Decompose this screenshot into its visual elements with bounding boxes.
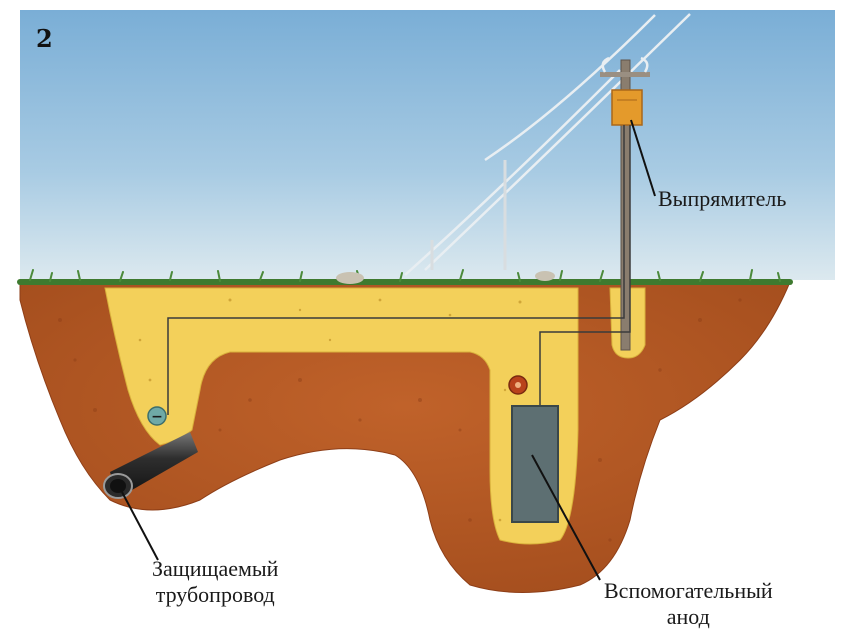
rectifier-label: Выпрямитель: [658, 186, 786, 212]
stone: [336, 272, 364, 284]
distant-poles: [430, 160, 507, 270]
negative-sign: −: [151, 409, 163, 425]
pipe-label-line1: Защищаемый: [152, 556, 279, 581]
anode-label-line1: Вспомогательный: [604, 578, 773, 603]
rectifier-label-text: Выпрямитель: [658, 186, 787, 211]
figure-number: 2: [36, 24, 53, 53]
anode-label-line2: анод: [666, 604, 710, 629]
cables: [167, 125, 631, 415]
stone: [535, 271, 555, 281]
pole-insulators: [601, 56, 649, 73]
anode: [511, 405, 559, 523]
pipe-label: Защищаемый трубопровод: [152, 556, 278, 608]
grass: [17, 269, 793, 285]
leader-lines: [121, 119, 656, 581]
pole-crossarm: [600, 72, 650, 77]
sky: [20, 10, 835, 280]
negative-terminal: [147, 406, 167, 426]
pipe-label-line2: трубопровод: [155, 582, 275, 607]
rectifier-box: [611, 89, 643, 126]
anode-label: Вспомогательный анод: [604, 578, 773, 630]
backfill-trench: [104, 287, 579, 545]
